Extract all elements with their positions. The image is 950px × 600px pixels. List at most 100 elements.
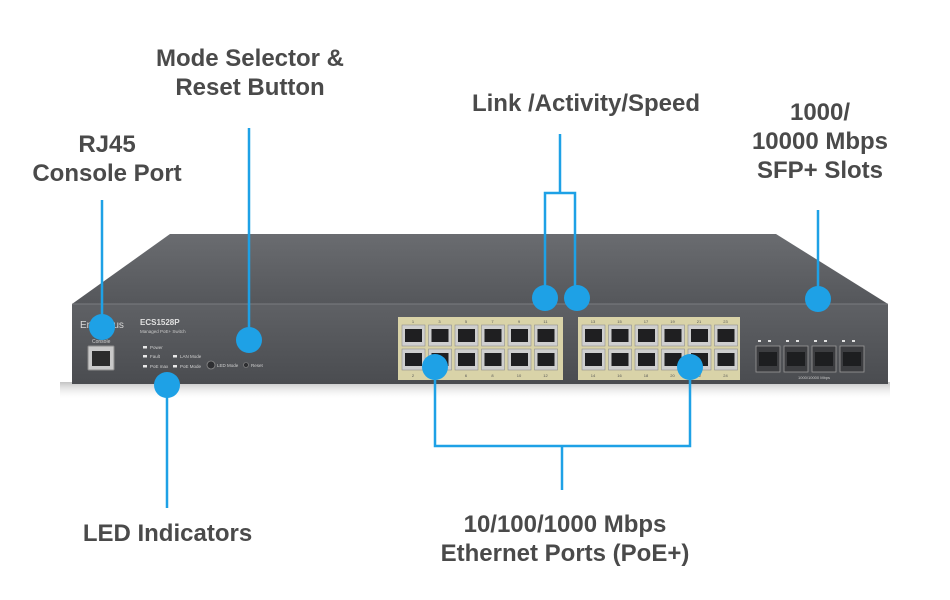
callout-line: LED Indicators xyxy=(82,520,253,547)
ethernet-port-opening xyxy=(638,329,655,342)
sfp-led xyxy=(852,340,855,342)
ethernet-port-opening xyxy=(458,353,475,366)
callout-led: LED Indicators xyxy=(60,519,275,548)
ethernet-port-opening xyxy=(638,353,655,366)
callout-line: Reset Button xyxy=(175,74,325,101)
callout-line: 1000/ xyxy=(789,99,851,126)
callout-line: Ethernet Ports (PoE+) xyxy=(440,540,690,567)
callout-dot-link-left xyxy=(532,285,558,311)
port-number-top: 7 xyxy=(491,319,494,324)
port-number-bottom: 10 xyxy=(517,373,522,378)
callout-dot-sfp xyxy=(805,286,831,312)
callout-line: 10/100/1000 Mbps xyxy=(463,511,667,538)
ethernet-port-opening xyxy=(664,329,682,342)
ethernet-port-opening xyxy=(691,329,708,342)
led-fault xyxy=(143,355,147,358)
ethernet-port-opening xyxy=(431,329,449,342)
port-number-top: 9 xyxy=(518,319,521,324)
sfp-slot-opening xyxy=(843,352,861,366)
sfp-slot-opening xyxy=(787,352,805,366)
port-number-bottom: 14 xyxy=(591,373,596,378)
port-number-bottom: 20 xyxy=(670,373,675,378)
sfp-slot-opening xyxy=(759,352,777,366)
led-label: PoE Mode xyxy=(180,364,202,369)
callout-dot-led xyxy=(154,372,180,398)
sfp-led xyxy=(814,340,817,342)
port-number-top: 15 xyxy=(617,319,622,324)
sfp-slots xyxy=(755,340,865,373)
console-port-opening xyxy=(92,351,110,366)
led-lan-mode xyxy=(173,355,177,358)
callout-dot-ethernet-right xyxy=(677,354,703,380)
port-number-bottom: 12 xyxy=(543,373,548,378)
callout-line: Console Port xyxy=(32,160,182,187)
sfp-slot-label: 1000/10000 Mbps xyxy=(798,375,830,380)
port-number-top: 5 xyxy=(465,319,468,324)
led-mode-button[interactable] xyxy=(206,360,216,370)
led-power xyxy=(143,346,147,349)
port-number-bottom: 24 xyxy=(723,373,728,378)
ethernet-port-opening xyxy=(664,353,682,366)
port-number-top: 1 xyxy=(412,319,415,324)
ethernet-port-opening xyxy=(717,329,735,342)
ethernet-port-opening xyxy=(405,329,422,342)
callout-line: Mode Selector & xyxy=(155,45,345,72)
port-number-top: 21 xyxy=(697,319,702,324)
console-label: Console xyxy=(92,339,111,345)
chassis-shadow xyxy=(60,382,890,400)
port-number-top: 3 xyxy=(438,319,441,324)
ethernet-port-opening xyxy=(537,329,555,342)
callout-sfp: 1000/ 10000 Mbps SFP+ Slots xyxy=(730,98,910,185)
port-number-bottom: 18 xyxy=(644,373,649,378)
callout-dot-mode xyxy=(236,327,262,353)
chassis-top xyxy=(72,234,888,304)
ethernet-port-opening xyxy=(537,353,555,366)
ethernet-port-opening xyxy=(458,329,475,342)
port-number-top: 19 xyxy=(670,319,675,324)
sfp-led xyxy=(758,340,761,342)
callout-line: Link /Activity/Speed xyxy=(471,90,701,117)
callout-line: 10000 Mbps xyxy=(751,128,889,155)
ethernet-port-opening xyxy=(611,353,629,366)
ethernet-port-opening xyxy=(405,353,422,366)
callout-line: RJ45 xyxy=(78,131,136,158)
sfp-led xyxy=(786,340,789,342)
callout-dot-ethernet-left xyxy=(422,354,448,380)
ethernet-port-opening xyxy=(484,329,502,342)
callout-line: SFP+ Slots xyxy=(756,157,884,184)
callout-link-activity: Link /Activity/Speed xyxy=(455,89,717,118)
ethernet-port-opening xyxy=(484,353,502,366)
callout-dot-link-right xyxy=(564,285,590,311)
port-number-top: 13 xyxy=(591,319,596,324)
callout-dot-console xyxy=(89,314,115,340)
ethernet-port-opening xyxy=(585,329,602,342)
ethernet-port-opening xyxy=(511,353,528,366)
port-numbers: 123456789101112131415161718192021222324 xyxy=(412,319,729,378)
ethernet-port-opening xyxy=(611,329,629,342)
ethernet-port-opening xyxy=(511,329,528,342)
callout-ethernet: 10/100/1000 Mbps Ethernet Ports (PoE+) xyxy=(410,510,720,568)
reset-label: Reset xyxy=(251,363,264,368)
model-subtitle: Managed PoE+ Switch xyxy=(140,329,186,334)
led-poe-max xyxy=(143,365,147,368)
ethernet-port-opening xyxy=(585,353,602,366)
led-label: Fault xyxy=(150,354,161,359)
sfp-led xyxy=(796,340,799,342)
port-number-bottom: 8 xyxy=(491,373,494,378)
port-number-bottom: 6 xyxy=(465,373,468,378)
ethernet-ports xyxy=(401,324,738,371)
port-number-bottom: 2 xyxy=(412,373,415,378)
led-label: LAN Mode xyxy=(180,354,202,359)
port-number-top: 23 xyxy=(723,319,728,324)
reset-button[interactable] xyxy=(243,362,249,368)
led-label: PoE max xyxy=(150,364,169,369)
port-number-top: 11 xyxy=(543,319,548,324)
sfp-slot-opening xyxy=(815,352,833,366)
led-label: Power xyxy=(150,345,163,350)
port-number-top: 17 xyxy=(644,319,649,324)
sfp-led xyxy=(842,340,845,342)
led-poe-mode xyxy=(173,365,177,368)
callout-rj45: RJ45 Console Port xyxy=(18,130,196,188)
model-name: ECS1528P xyxy=(140,318,180,327)
